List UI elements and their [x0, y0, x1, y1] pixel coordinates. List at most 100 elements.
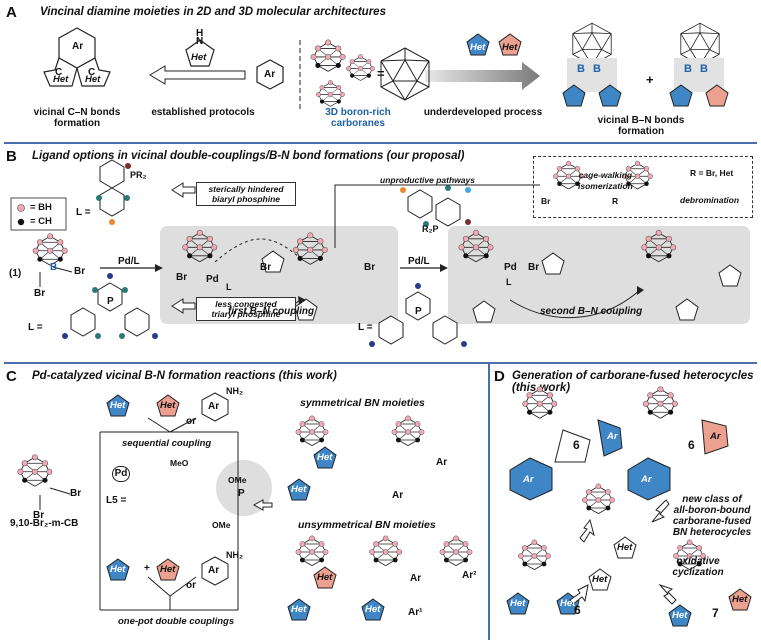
l5-label: L5 = — [106, 495, 127, 506]
het-d4: Het — [560, 598, 576, 609]
br-label-b1: Br — [74, 266, 86, 277]
ring7-d: 7 — [712, 606, 719, 620]
r-label-b: R — [612, 196, 619, 206]
legend-bh: = BH — [30, 202, 52, 213]
unsymmetrical-label: unsymmetrical BN moieties — [298, 519, 436, 531]
het-label-a1: Het — [53, 74, 69, 85]
panel-a-graphics — [43, 22, 729, 110]
het-c8: Het — [291, 604, 307, 615]
b-atom-b1: B — [50, 262, 58, 273]
ring6-d3: 6 — [574, 603, 581, 617]
p-c1: P — [238, 488, 245, 499]
ome-label-1: MeO — [170, 458, 189, 468]
het-ring-right — [76, 57, 111, 87]
newclass-label: new class of all-boron-bound carborane-f… — [672, 494, 752, 538]
het-c3: Het — [110, 564, 126, 575]
plus-c: + — [144, 563, 150, 574]
het-c4: Het — [160, 564, 176, 575]
het-label-a2: Het — [85, 74, 101, 85]
panel-c-letter: C — [6, 368, 17, 385]
legend-ch: = CH — [30, 216, 52, 227]
panel-b-graphics — [10, 159, 742, 347]
het-ring-left — [43, 57, 78, 87]
br-label-b7: Br — [541, 196, 551, 206]
het-c2: Het — [160, 400, 176, 411]
l-eq-label-1: L = — [76, 207, 91, 218]
ar-label-a: Ar — [72, 41, 84, 52]
b-atom-a1b: B — [592, 63, 601, 75]
het-c5: Het — [317, 452, 333, 463]
het-label-a4: Het — [470, 42, 486, 53]
ar-c3: Ar — [436, 457, 448, 468]
divider-b-cd — [4, 362, 757, 364]
pr2-label: PR₂ — [130, 170, 147, 180]
br-label-b6: Br — [528, 262, 540, 273]
panel-a-title: Vincinal diamine moieties in 2D and 3D m… — [40, 6, 386, 18]
nh2-c2: NH₂ — [226, 550, 243, 560]
het-label-a3: Het — [191, 52, 207, 63]
l-label-2: L — [506, 277, 512, 287]
pd-circle-label: Pd — [112, 466, 130, 482]
box-congested: less congested triaryl phosphine — [196, 297, 296, 321]
p-label-2: P — [415, 306, 422, 317]
pd-label-1: Pd — [206, 274, 219, 285]
pd-label-2: Pd — [504, 262, 517, 273]
gray-bg-second — [448, 226, 750, 324]
sequential-label: sequential coupling — [122, 438, 212, 449]
ar-d4: Ar — [641, 474, 652, 485]
het-label-a5: Het — [502, 42, 518, 53]
plus-sign-a: + — [646, 72, 654, 87]
l-eq-label-2: L = — [28, 322, 43, 333]
first-coupling-label: first B–N coupling — [228, 306, 315, 317]
br-label-b3: Br — [176, 272, 188, 283]
ar-c1: Ar — [208, 401, 220, 412]
het-d1: Het — [617, 542, 633, 553]
n-atom-a: N — [196, 36, 204, 47]
br-label-b5: Br — [364, 262, 376, 273]
br-c1: Br — [70, 488, 82, 499]
or-c2: or — [186, 580, 196, 591]
ar-c4: Ar — [392, 490, 404, 501]
panel-b-title: Ligand options in vicinal double-couplin… — [32, 150, 465, 162]
r-def-label: R = Br, Het — [690, 168, 734, 178]
panel-d-letter: D — [494, 368, 505, 385]
panel-b-letter: B — [6, 148, 17, 165]
debromination-label: debromination — [680, 195, 740, 205]
ring6-d2: 6 — [688, 438, 695, 452]
box-hindered: sterically hindered biaryl phosphine — [196, 182, 296, 206]
label-underdeveloped: underdeveloped process — [423, 107, 543, 118]
panel-a-letter: A — [6, 4, 17, 21]
l-label-1: L — [226, 282, 232, 292]
ome-label-3: OMe — [212, 520, 231, 530]
ar-d2: Ar — [523, 474, 534, 485]
label-established: established protocols — [151, 107, 255, 118]
het-d3: Het — [510, 598, 526, 609]
unproductive-label: unproductive pathways — [380, 175, 475, 185]
br-c2: Br — [33, 510, 45, 521]
label-cn-bonds: vicinal C–N bonds formation — [33, 107, 121, 129]
h-atom-a: H — [196, 28, 204, 39]
equals-sign: = — [377, 66, 385, 81]
compound-c-label: 9,10-Br₂-m-CB — [10, 518, 79, 529]
pdl-label-2: Pd/L — [408, 256, 430, 267]
panel-c-title: Pd-catalyzed vicinal B-N formation react… — [32, 370, 337, 382]
het-c9: Het — [365, 604, 381, 615]
pdl-label-1: Pd/L — [118, 256, 140, 267]
br-label-b2: Br — [34, 288, 46, 299]
divider-a-b — [4, 142, 757, 144]
l-eq-label-3: L = — [358, 322, 373, 333]
ar2-label: Ar² — [462, 570, 477, 581]
ar-c5: Ar — [410, 573, 422, 584]
panel-c-graphics — [17, 392, 473, 621]
ring6-d1: 6 — [573, 438, 580, 452]
label-carboranes: 3D boron-rich carboranes — [325, 107, 391, 129]
cage-walking-label: cage-walking isomerization — [578, 170, 633, 191]
het-c6: Het — [291, 484, 307, 495]
ome-label-2: OMe — [228, 475, 247, 485]
compound-1-label: (1) — [9, 268, 22, 279]
het-c7: Het — [317, 572, 333, 583]
b-atom-a2b: B — [699, 63, 708, 75]
onepot-label: one-pot double couplings — [118, 616, 235, 627]
